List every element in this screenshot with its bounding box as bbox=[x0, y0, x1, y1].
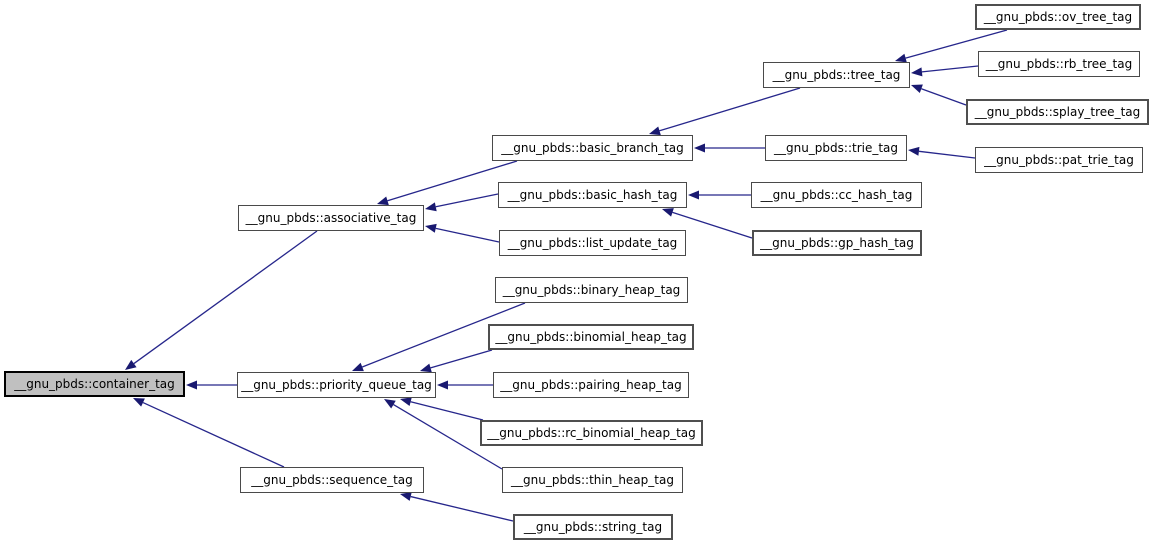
edge-rc-binomial-heap-tag-to-priority-queue-tag bbox=[400, 397, 484, 421]
arrowhead-icon bbox=[400, 492, 412, 501]
edge-thin-heap-tag-to-priority-queue-tag bbox=[384, 399, 503, 470]
edge-string-tag-to-sequence-tag bbox=[400, 492, 514, 522]
arrowhead-icon bbox=[662, 208, 674, 217]
edge-binary-heap-tag-to-priority-queue-tag bbox=[352, 302, 526, 372]
edge-associative-tag-to-container-tag bbox=[125, 230, 318, 370]
edge-pairing-heap-tag-to-priority-queue-tag bbox=[437, 380, 493, 390]
node-binomial-heap-tag[interactable]: __gnu_pbds::binomial_heap_tag bbox=[488, 324, 694, 350]
node-gp-hash-tag[interactable]: __gnu_pbds::gp_hash_tag bbox=[752, 230, 922, 256]
arrowhead-icon bbox=[895, 53, 907, 63]
node-pat-trie-tag[interactable]: __gnu_pbds::pat_trie_tag bbox=[975, 147, 1143, 173]
node-basic-hash-tag[interactable]: __gnu_pbds::basic_hash_tag bbox=[498, 182, 687, 208]
node-container-tag: __gnu_pbds::container_tag bbox=[4, 371, 185, 397]
node-ov-tree-tag[interactable]: __gnu_pbds::ov_tree_tag bbox=[975, 4, 1141, 30]
node-list-update-tag[interactable]: __gnu_pbds::list_update_tag bbox=[499, 230, 686, 256]
arrowhead-icon bbox=[186, 380, 197, 390]
arrowhead-icon bbox=[911, 84, 923, 93]
node-priority-queue-tag[interactable]: __gnu_pbds::priority_queue_tag bbox=[237, 372, 436, 398]
node-tree-tag[interactable]: __gnu_pbds::tree_tag bbox=[763, 62, 910, 88]
arrowhead-icon bbox=[384, 399, 396, 409]
edge-gp-hash-tag-to-basic-hash-tag bbox=[662, 208, 753, 239]
arrowhead-icon bbox=[377, 196, 389, 206]
edge-trie-tag-to-basic-branch-tag bbox=[694, 143, 765, 153]
node-basic-branch-tag[interactable]: __gnu_pbds::basic_branch_tag bbox=[492, 135, 693, 161]
arrowhead-icon bbox=[125, 359, 137, 370]
node-cc-hash-tag[interactable]: __gnu_pbds::cc_hash_tag bbox=[751, 182, 922, 208]
edge-priority-queue-tag-to-container-tag bbox=[186, 380, 237, 390]
arrowhead-icon bbox=[911, 67, 923, 77]
edge-pat-trie-tag-to-trie-tag bbox=[908, 146, 976, 159]
arrowhead-icon bbox=[425, 223, 437, 233]
arrowhead-icon bbox=[694, 143, 705, 153]
arrowhead-icon bbox=[688, 190, 699, 200]
arrowhead-icon bbox=[437, 380, 448, 390]
node-splay-tree-tag[interactable]: __gnu_pbds::splay_tree_tag bbox=[966, 99, 1149, 125]
node-pairing-heap-tag[interactable]: __gnu_pbds::pairing_heap_tag bbox=[493, 372, 689, 398]
edge-list-update-tag-to-associative-tag bbox=[425, 223, 500, 243]
edge-basic-branch-tag-to-associative-tag bbox=[377, 160, 518, 206]
edge-basic-hash-tag-to-associative-tag bbox=[425, 193, 499, 212]
node-rb-tree-tag[interactable]: __gnu_pbds::rb_tree_tag bbox=[978, 51, 1140, 77]
edge-sequence-tag-to-container-tag bbox=[133, 398, 285, 468]
edge-binomial-heap-tag-to-priority-queue-tag bbox=[420, 349, 493, 373]
node-binary-heap-tag[interactable]: __gnu_pbds::binary_heap_tag bbox=[495, 277, 688, 303]
node-associative-tag[interactable]: __gnu_pbds::associative_tag bbox=[238, 205, 424, 231]
node-rc-binomial-heap-tag[interactable]: __gnu_pbds::rc_binomial_heap_tag bbox=[480, 420, 703, 446]
arrowhead-icon bbox=[352, 362, 364, 372]
edge-tree-tag-to-basic-branch-tag bbox=[649, 87, 801, 136]
edge-ov-tree-tag-to-tree-tag bbox=[895, 29, 1008, 63]
arrowhead-icon bbox=[400, 397, 412, 407]
arrowhead-icon bbox=[133, 398, 145, 407]
node-thin-heap-tag[interactable]: __gnu_pbds::thin_heap_tag bbox=[502, 467, 683, 493]
edge-rb-tree-tag-to-tree-tag bbox=[911, 65, 979, 77]
arrowhead-icon bbox=[908, 146, 920, 156]
edge-cc-hash-tag-to-basic-hash-tag bbox=[688, 190, 751, 200]
node-trie-tag[interactable]: __gnu_pbds::trie_tag bbox=[765, 135, 907, 161]
arrowhead-icon bbox=[649, 126, 661, 136]
node-sequence-tag[interactable]: __gnu_pbds::sequence_tag bbox=[240, 467, 424, 493]
edge-splay-tree-tag-to-tree-tag bbox=[911, 84, 967, 106]
arrowhead-icon bbox=[420, 363, 432, 373]
node-string-tag[interactable]: __gnu_pbds::string_tag bbox=[513, 514, 673, 540]
arrowhead-icon bbox=[425, 202, 437, 212]
